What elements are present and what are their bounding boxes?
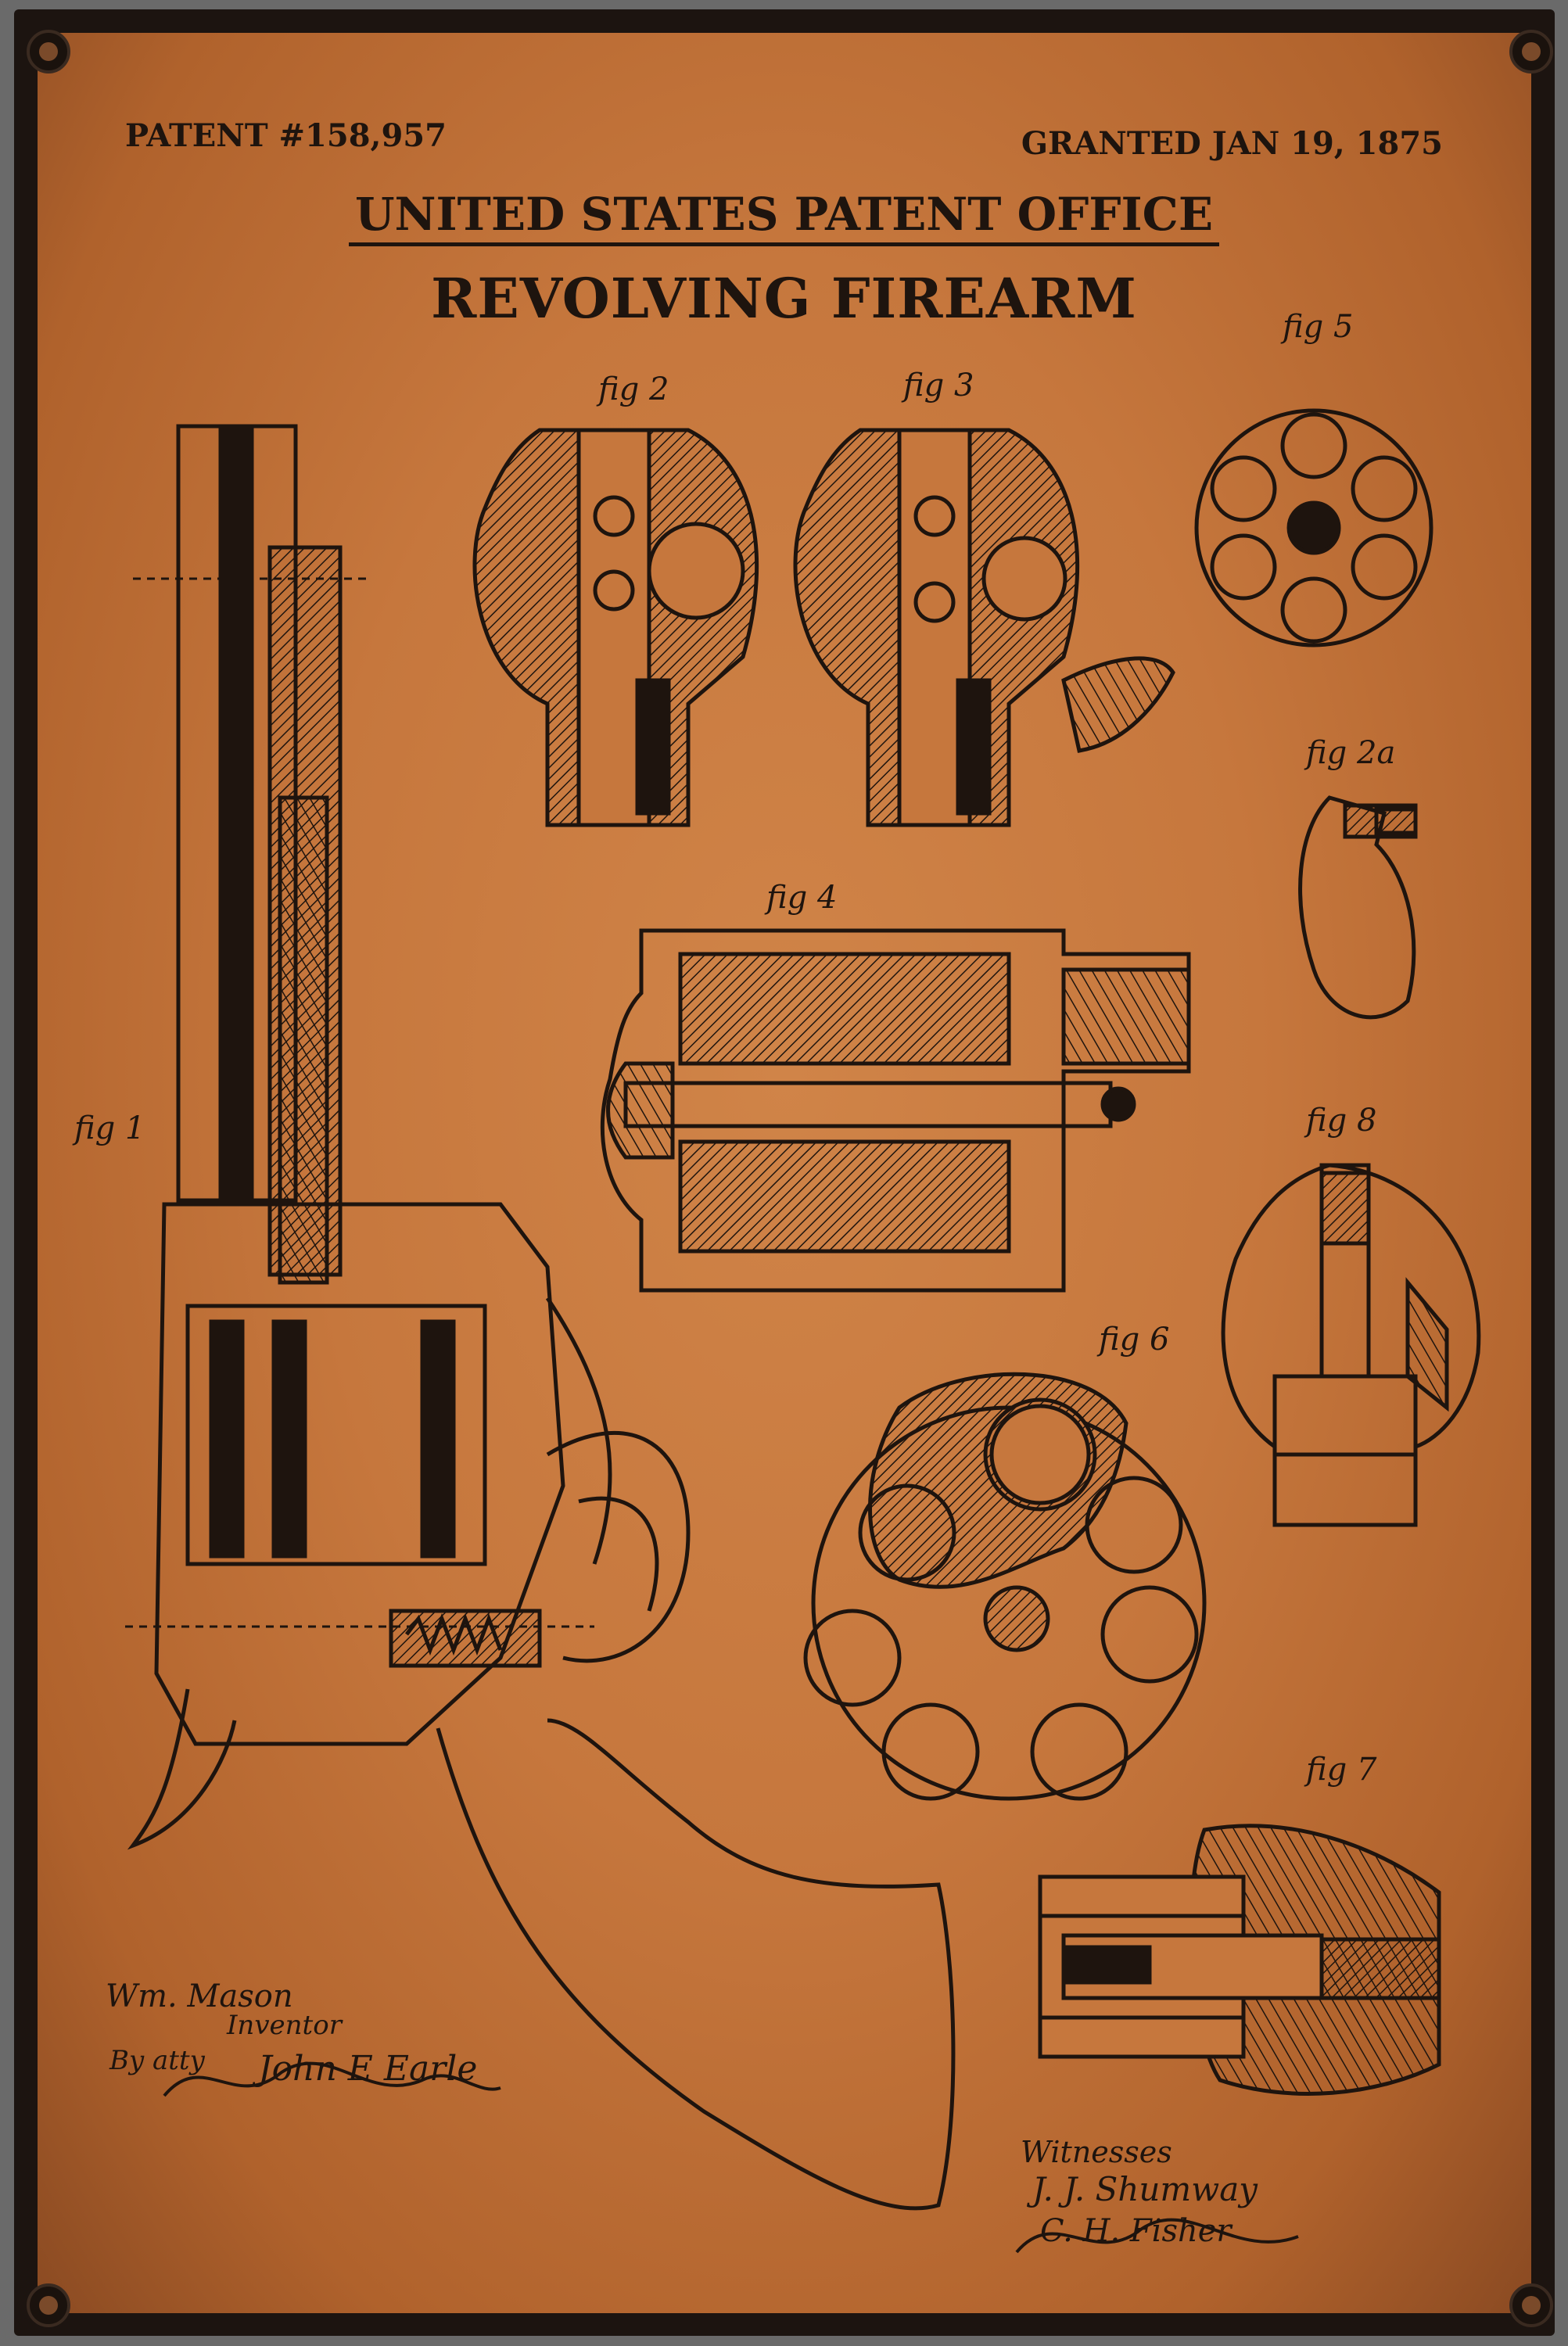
- cylinder-end-view-fig5: [1194, 408, 1433, 647]
- office-heading-text: UNITED STATES PATENT OFFICE: [348, 188, 1220, 246]
- cylinder-section-fig3: [793, 428, 1175, 827]
- fig4-label: fig 4: [766, 880, 838, 916]
- witness-one-signature: J. J. Shumway: [1032, 2170, 1258, 2208]
- screw-bottom-right: [1509, 2283, 1553, 2327]
- attorney-signature: John E Earle: [258, 2049, 478, 2089]
- signature-strokes: [163, 2061, 1299, 2254]
- latch-section-fig7: [1038, 1824, 1441, 2096]
- fig1-label: fig 1: [74, 1110, 145, 1146]
- screw-top-right: [1509, 30, 1553, 74]
- attorney-prefix: By atty: [109, 2045, 205, 2076]
- fig7-label: fig 7: [1306, 1752, 1377, 1788]
- fig5-label: fig 5: [1283, 309, 1354, 345]
- office-heading: UNITED STATES PATENT OFFICE: [0, 188, 1568, 246]
- frame-section-fig8: [1221, 1163, 1481, 1527]
- patent-title: REVOLVING FIREARM: [431, 266, 1137, 331]
- screw-top-left: [27, 30, 70, 74]
- cylinder-longitudinal-fig4: [600, 928, 1191, 1293]
- inventor-role: Inventor: [227, 2010, 342, 2041]
- latch-detail-fig2a: [1298, 795, 1418, 1020]
- cylinder-rear-view-fig6: [803, 1372, 1207, 1801]
- fig2a-label: fig 2a: [1306, 735, 1396, 771]
- grant-date: GRANTED JAN 19, 1875: [1021, 125, 1443, 162]
- fig2-label: fig 2: [598, 371, 669, 407]
- cylinder-section-fig2: [472, 428, 759, 827]
- revolver-side-view: [125, 424, 956, 2211]
- patent-number: PATENT #158,957: [125, 117, 447, 154]
- fig8-label: fig 8: [1306, 1103, 1377, 1139]
- fig6-label: fig 6: [1099, 1322, 1170, 1358]
- witnesses-label: Witnesses: [1021, 2135, 1172, 2169]
- fig3-label: fig 3: [903, 368, 974, 404]
- inventor-name: Wm. Mason: [106, 1978, 293, 2014]
- screw-bottom-left: [27, 2283, 70, 2327]
- witness-two-signature: C. H. Fisher: [1040, 2213, 1232, 2249]
